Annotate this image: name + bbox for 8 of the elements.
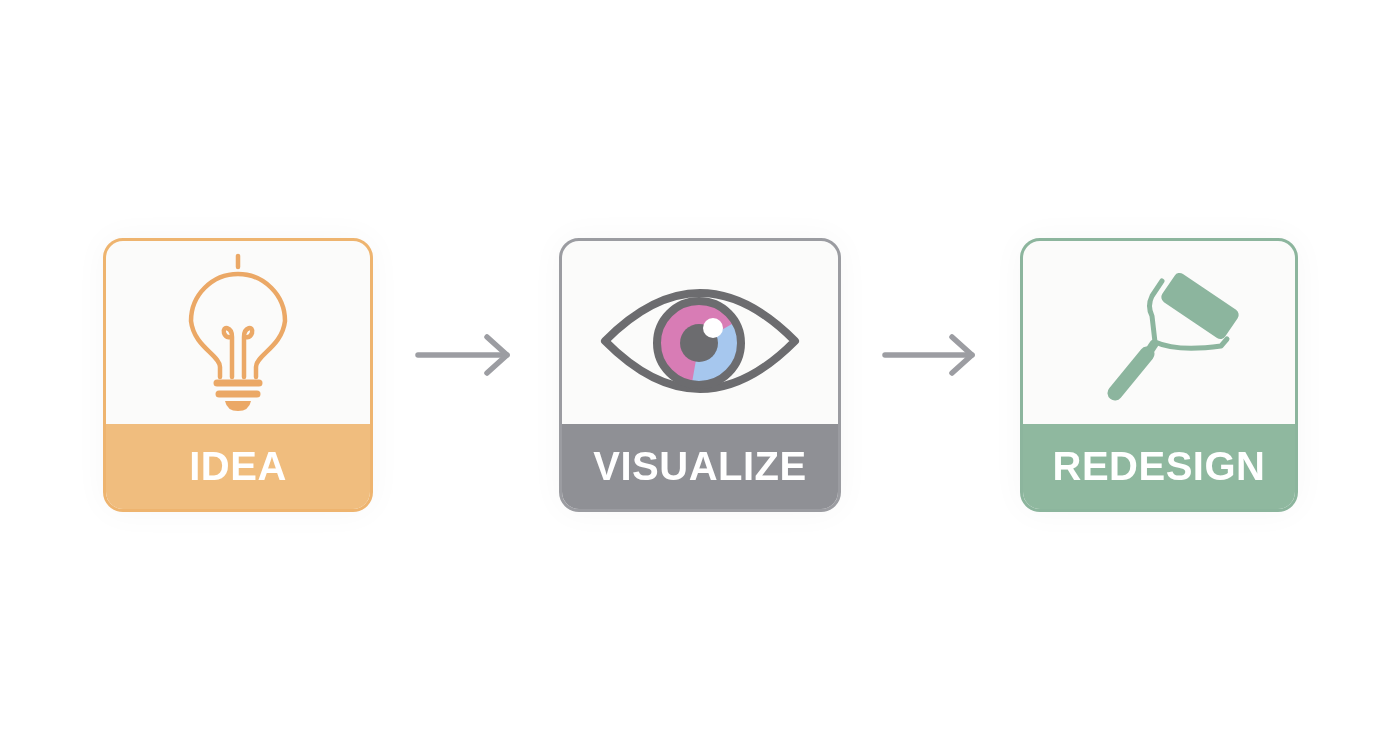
title-band: IDEA: [106, 424, 370, 509]
arrow: [415, 334, 510, 376]
title-band: VISUALIZE: [562, 424, 838, 509]
arrow: [882, 334, 975, 376]
title-band: REDESIGN: [1023, 424, 1295, 509]
step-card: [1020, 238, 1298, 512]
step-card: [559, 238, 841, 512]
step-card: [103, 238, 373, 512]
